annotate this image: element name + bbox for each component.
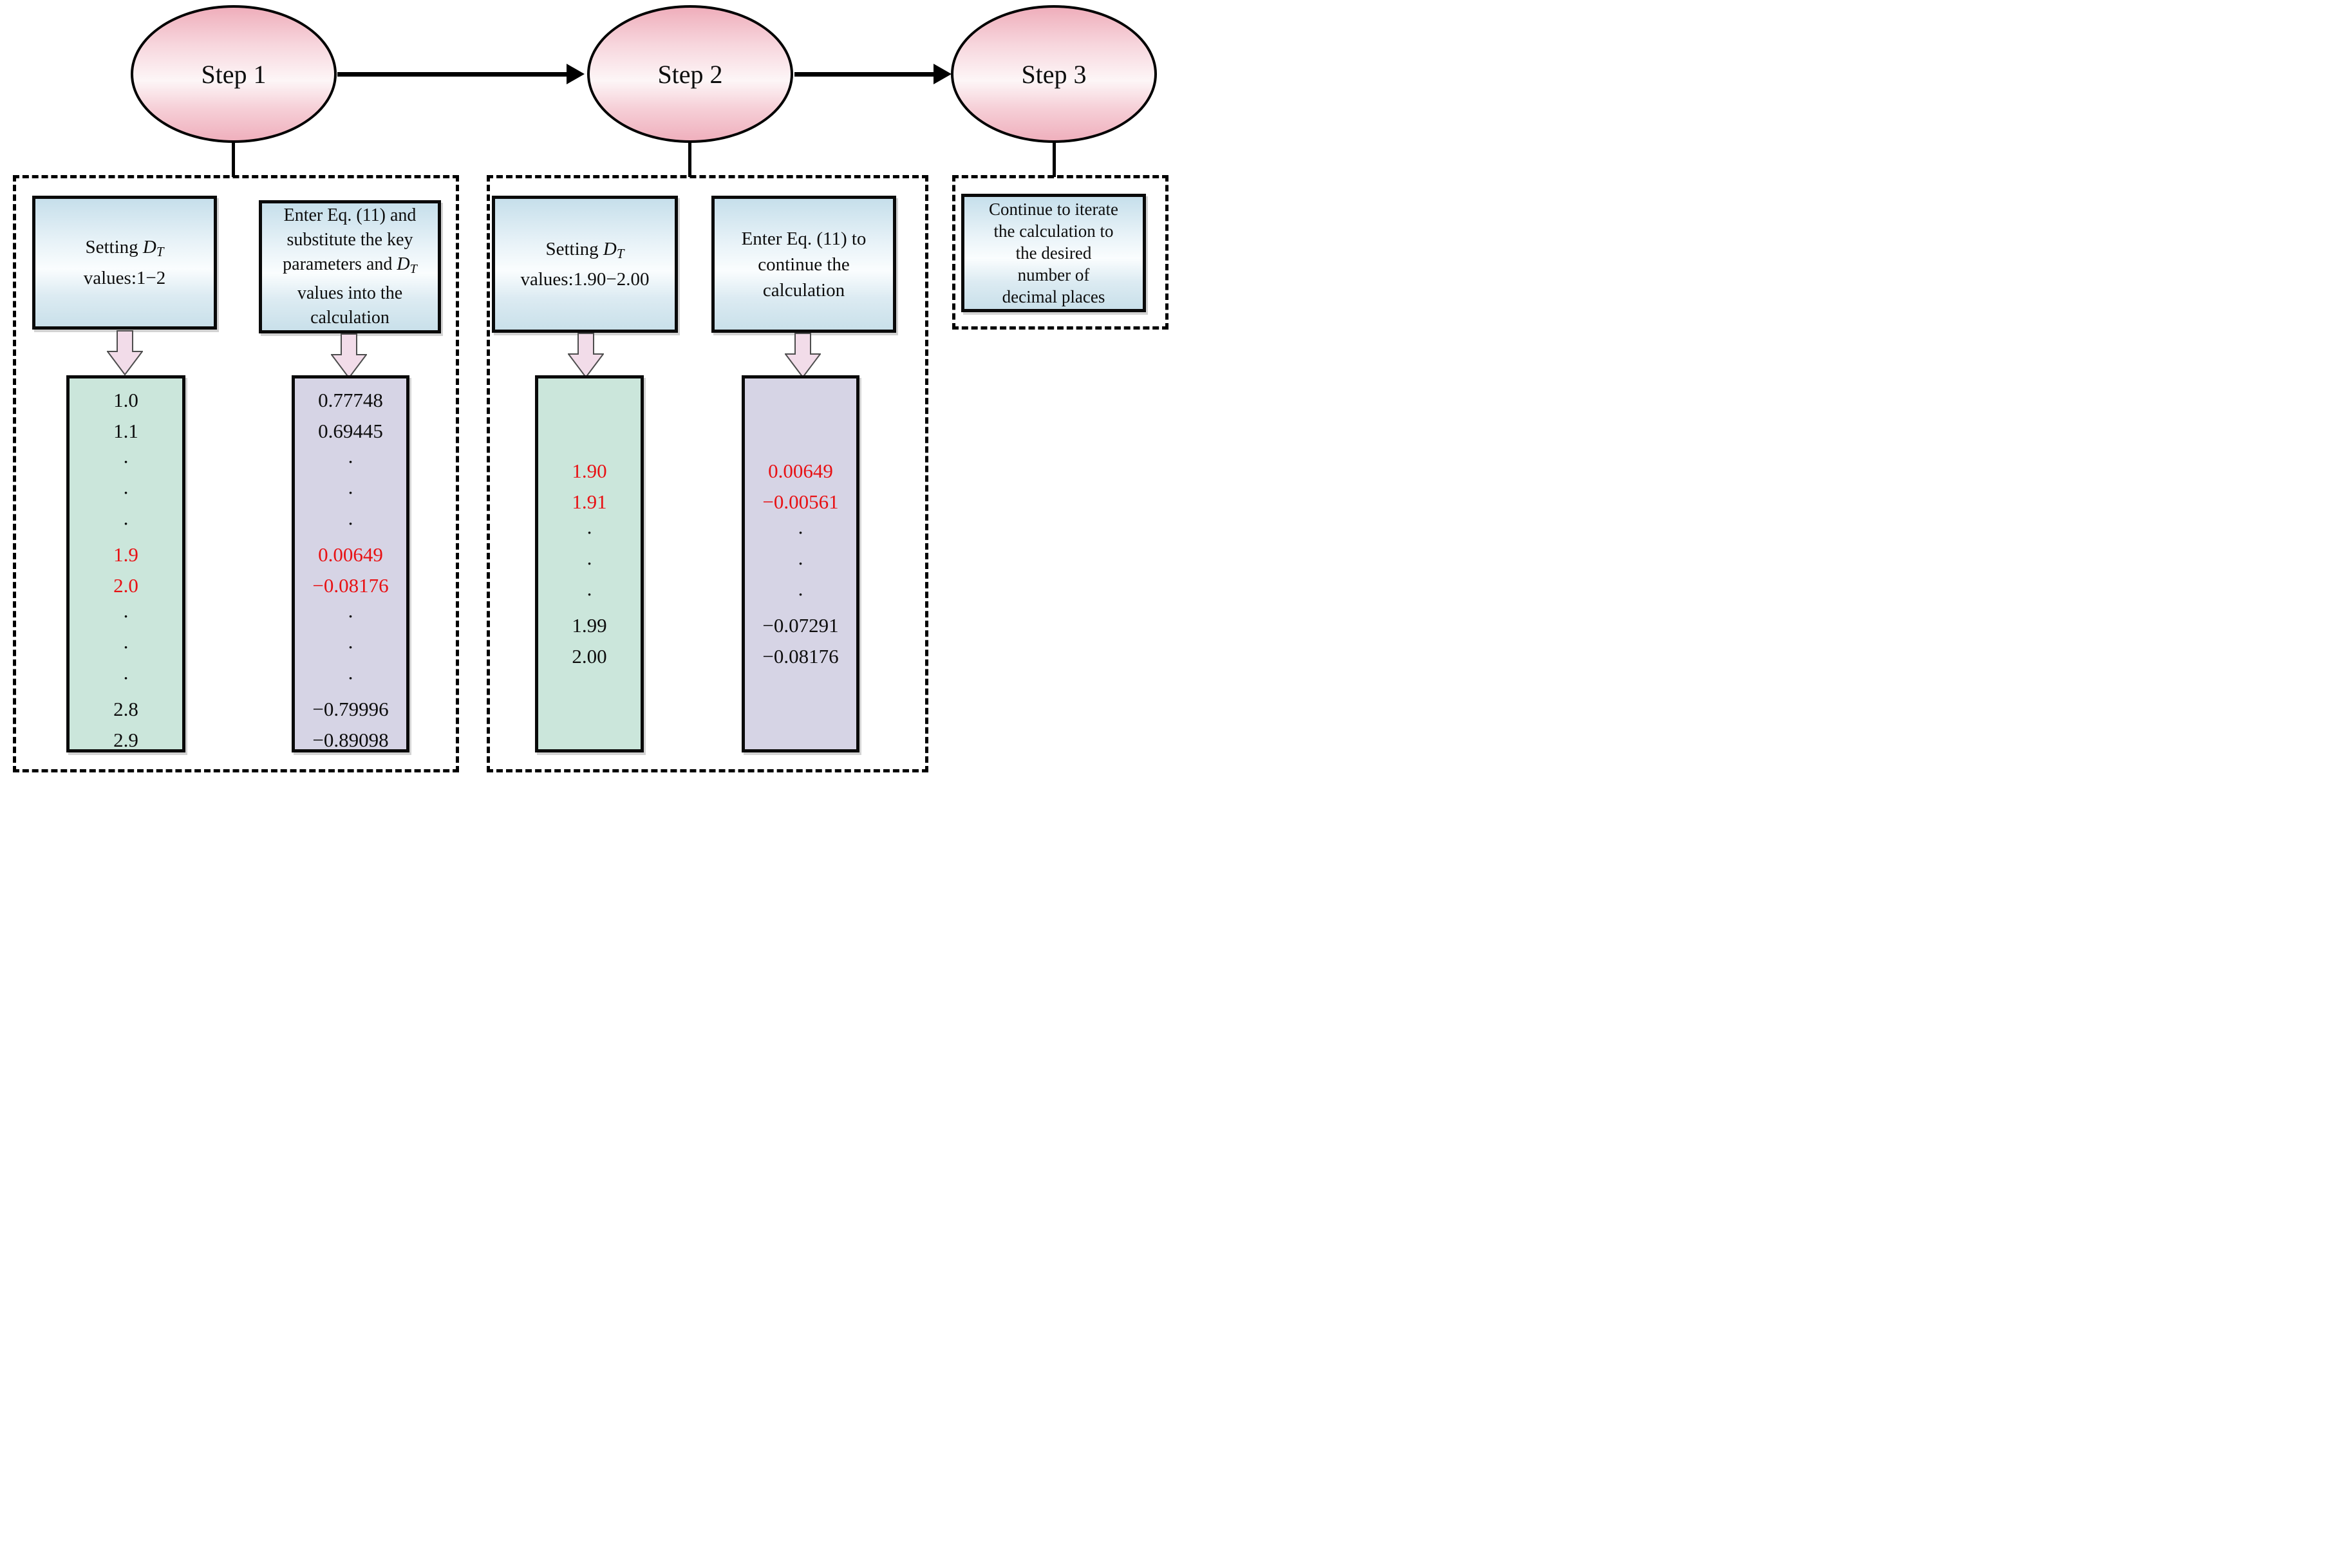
setting-line2: values:1.90−2.00 bbox=[520, 269, 650, 290]
value-cell: 1.91 bbox=[572, 490, 607, 513]
value-cell: · bbox=[797, 521, 804, 544]
value-cell: · bbox=[347, 481, 354, 504]
step1-label: Step 1 bbox=[201, 59, 267, 89]
value-cell: −0.07291 bbox=[762, 614, 839, 637]
iterate-line1: Continue to iterate bbox=[989, 200, 1118, 219]
column-dt-values-step2: 1.90 1.91 · · · 1.99 2.00 bbox=[535, 375, 644, 752]
panel-step2 bbox=[487, 175, 928, 772]
box-setting-dt-range2: Setting DT values:1.90−2.00 bbox=[492, 196, 678, 333]
value-cell: · bbox=[122, 451, 129, 473]
value-cell: · bbox=[122, 512, 129, 535]
value-cell: −0.00561 bbox=[762, 490, 839, 513]
value-cell: 0.00649 bbox=[768, 460, 833, 482]
value-cell: 1.90 bbox=[572, 460, 607, 482]
down-arrow-icon bbox=[568, 333, 604, 378]
value-cell: 2.8 bbox=[113, 698, 138, 720]
arrow-step2-step3-line bbox=[794, 72, 935, 77]
dt-symbol: D bbox=[397, 254, 410, 274]
value-cell: −0.08176 bbox=[762, 645, 839, 667]
dt-subscript: T bbox=[616, 246, 624, 262]
step3-ellipse: Step 3 bbox=[951, 5, 1157, 143]
value-cell: −0.08176 bbox=[312, 574, 389, 597]
value-cell: 2.00 bbox=[572, 645, 607, 667]
value-cell: −0.89098 bbox=[312, 729, 389, 751]
value-cell: 2.9 bbox=[113, 729, 138, 751]
value-cell: 0.00649 bbox=[318, 543, 383, 566]
value-cell: · bbox=[347, 451, 354, 473]
arrow-step1-step2-line bbox=[337, 72, 568, 77]
value-cell: · bbox=[122, 481, 129, 504]
enter-line1: Enter Eq. (11) and bbox=[283, 205, 417, 225]
value-cell: 1.9 bbox=[113, 543, 138, 566]
panel-step3 bbox=[952, 175, 1168, 330]
arrow-step2-step3-head-icon bbox=[934, 64, 952, 84]
value-cell: · bbox=[347, 636, 354, 658]
dt-symbol: D bbox=[603, 238, 617, 259]
dt-subscript: T bbox=[409, 262, 417, 277]
step2-label: Step 2 bbox=[657, 59, 723, 89]
value-cell: 2.0 bbox=[113, 574, 138, 597]
enter-line1: Enter Eq. (11) to bbox=[741, 228, 867, 249]
value-cell: 1.1 bbox=[113, 420, 138, 442]
step2-ellipse: Step 2 bbox=[587, 5, 793, 143]
value-cell: · bbox=[347, 512, 354, 535]
step3-connector-line bbox=[1053, 142, 1056, 177]
setting-line1: Setting DT bbox=[85, 237, 164, 260]
iterate-line4: number of bbox=[1017, 265, 1090, 285]
value-cell: −0.79996 bbox=[312, 698, 389, 720]
box-enter-eq-step1: Enter Eq. (11) and substitute the key pa… bbox=[259, 200, 441, 333]
panel-step1 bbox=[13, 175, 459, 772]
iterate-line2: the calculation to bbox=[993, 221, 1114, 241]
column-results-step1: 0.77748 0.69445 · · · 0.00649 −0.08176 · · · −0.79… bbox=[292, 375, 409, 752]
value-cell: 0.69445 bbox=[318, 420, 383, 442]
value-cell: · bbox=[122, 636, 129, 658]
arrow-step1-step2-head-icon bbox=[567, 64, 585, 84]
iterate-line3: the desired bbox=[1015, 243, 1092, 263]
value-cell: · bbox=[347, 667, 354, 689]
step3-label: Step 3 bbox=[1021, 59, 1087, 89]
value-cell: · bbox=[586, 583, 593, 606]
value-cell: 1.0 bbox=[113, 389, 138, 411]
step1-ellipse: Step 1 bbox=[131, 5, 337, 143]
down-arrow-icon bbox=[331, 333, 367, 378]
enter-line3: calculation bbox=[762, 279, 845, 301]
flowchart-figure: Step 1 Step 2 Step 3 Setting DT values:1… bbox=[0, 0, 1173, 784]
enter-line3: parameters and DT bbox=[283, 254, 417, 277]
enter-line5: calculation bbox=[310, 308, 389, 328]
value-cell: · bbox=[122, 667, 129, 689]
iterate-line5: decimal places bbox=[1002, 287, 1105, 306]
value-cell: · bbox=[586, 521, 593, 544]
value-cell: · bbox=[797, 552, 804, 575]
column-results-step2: 0.00649 −0.00561 · · · −0.07291 −0.08176 bbox=[742, 375, 859, 752]
enter-line2: continue the bbox=[758, 254, 850, 275]
box-continue-iterate: Continue to iterate the calculation to t… bbox=[961, 194, 1146, 312]
value-cell: · bbox=[347, 605, 354, 628]
down-arrow-icon bbox=[107, 330, 143, 375]
value-cell: · bbox=[122, 605, 129, 628]
setting-line1: Setting DT bbox=[545, 238, 624, 262]
down-arrow-icon bbox=[785, 333, 821, 378]
dt-symbol: D bbox=[142, 237, 156, 258]
value-cell: · bbox=[797, 583, 804, 606]
setting-line2: values:1−2 bbox=[83, 267, 166, 288]
dt-subscript: T bbox=[156, 244, 164, 260]
box-setting-dt-range1: Setting DT values:1−2 bbox=[32, 196, 217, 330]
enter-line2: substitute the key bbox=[286, 229, 413, 250]
value-cell: 0.77748 bbox=[318, 389, 383, 411]
step2-connector-line bbox=[688, 142, 691, 177]
value-cell: 1.99 bbox=[572, 614, 607, 637]
box-enter-eq-step2: Enter Eq. (11) to continue the calculati… bbox=[711, 196, 896, 333]
enter-line4: values into the bbox=[297, 283, 403, 304]
step1-connector-line bbox=[232, 142, 235, 177]
column-dt-values-step1: 1.0 1.1 · · · 1.9 2.0 · · · 2.8 2.9 bbox=[66, 375, 185, 752]
value-cell: · bbox=[586, 552, 593, 575]
